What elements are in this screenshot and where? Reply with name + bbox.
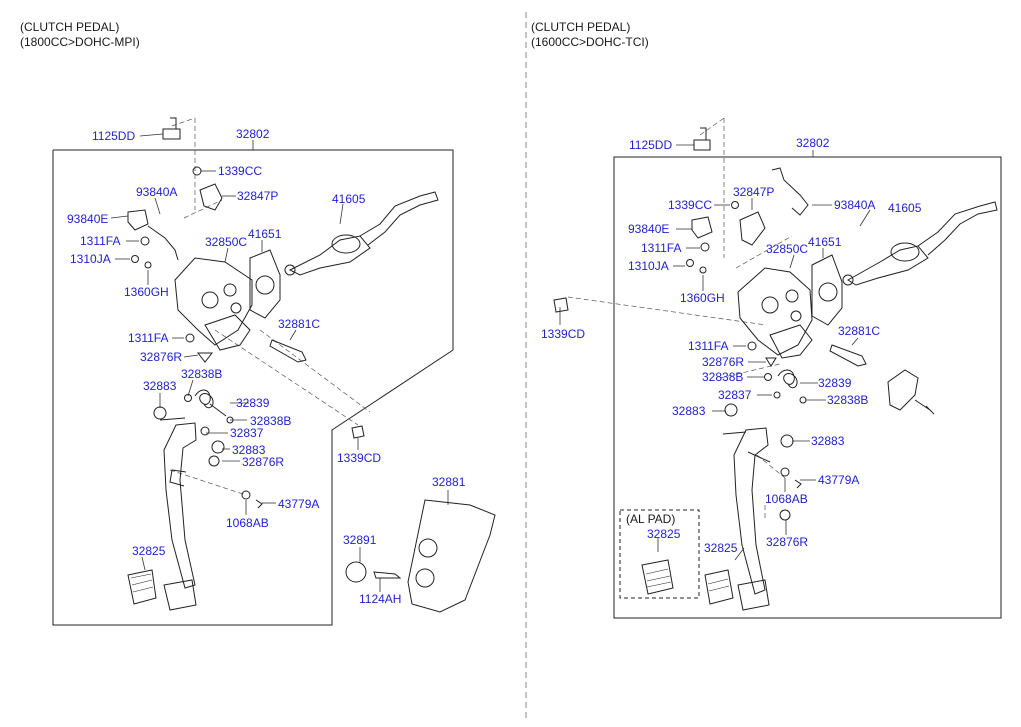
part-label-43779a-right[interactable]: 43779A bbox=[818, 473, 860, 487]
part-label-32847p[interactable]: 32847P bbox=[237, 189, 279, 203]
part-label-1310ja-right[interactable]: 1310JA bbox=[628, 259, 669, 273]
part-label-93840a-right[interactable]: 93840A bbox=[834, 198, 876, 212]
al-pad-inset-label: (AL PAD) bbox=[626, 512, 676, 526]
part-label-93840e-right[interactable]: 93840E bbox=[628, 222, 670, 236]
left-section-title: (CLUTCH PEDAL) bbox=[20, 20, 120, 34]
part-label-93840a[interactable]: 93840A bbox=[136, 185, 178, 199]
part-label-32876r[interactable]: 32876R bbox=[140, 350, 183, 364]
part-label-1125dd-right[interactable]: 1125DD bbox=[629, 138, 673, 152]
left-section-subtitle: (1800CC>DOHC-MPI) bbox=[20, 35, 140, 49]
part-label-32876r-lower[interactable]: 32876R bbox=[242, 455, 285, 469]
part-label-32802-right[interactable]: 32802 bbox=[796, 136, 830, 150]
part-label-43779a[interactable]: 43779A bbox=[278, 497, 320, 511]
part-label-1125dd[interactable]: 1125DD bbox=[92, 129, 136, 143]
part-label-1339cd-right[interactable]: 1339CD bbox=[541, 327, 586, 341]
part-label-93840e[interactable]: 93840E bbox=[67, 212, 109, 226]
part-label-32839[interactable]: 32839 bbox=[236, 396, 270, 410]
part-label-1068ab[interactable]: 1068AB bbox=[226, 516, 269, 530]
part-label-32883[interactable]: 32883 bbox=[143, 379, 177, 393]
al-pad-inset-frame bbox=[619, 509, 700, 599]
part-label-1360gh-right[interactable]: 1360GH bbox=[680, 291, 725, 305]
right-assembly-frame bbox=[613, 156, 1002, 619]
part-label-32825-right[interactable]: 32825 bbox=[704, 541, 738, 555]
part-label-32881[interactable]: 32881 bbox=[432, 475, 466, 489]
part-label-32838b-right-lower[interactable]: 32838B bbox=[827, 393, 869, 407]
part-label-1360gh[interactable]: 1360GH bbox=[124, 285, 169, 299]
part-label-32838b-lower[interactable]: 32838B bbox=[250, 414, 292, 428]
part-label-1311fa-lower[interactable]: 1311FA bbox=[128, 331, 169, 345]
part-label-1339cc-right[interactable]: 1339CC bbox=[668, 198, 713, 212]
right-section-title: (CLUTCH PEDAL) bbox=[531, 20, 631, 34]
part-label-32825-al-pad[interactable]: 32825 bbox=[647, 527, 681, 541]
part-label-32839-right[interactable]: 32839 bbox=[818, 376, 852, 390]
part-label-1311fa-right[interactable]: 1311FA bbox=[641, 241, 682, 255]
part-label-1311fa[interactable]: 1311FA bbox=[80, 234, 121, 248]
part-label-32881c[interactable]: 32881C bbox=[278, 317, 321, 331]
part-label-32837[interactable]: 32837 bbox=[230, 426, 264, 440]
part-label-32838b-right[interactable]: 32838B bbox=[702, 370, 744, 384]
part-label-1339cc[interactable]: 1339CC bbox=[218, 164, 263, 178]
part-label-1124ah[interactable]: 1124AH bbox=[359, 592, 402, 606]
part-label-32876r-right-lower[interactable]: 32876R bbox=[766, 535, 809, 549]
part-label-32883-right[interactable]: 32883 bbox=[672, 404, 706, 418]
part-label-1068ab-right[interactable]: 1068AB bbox=[765, 492, 808, 506]
part-label-32883-right-lower[interactable]: 32883 bbox=[811, 434, 845, 448]
left-assembly-frame bbox=[52, 149, 454, 626]
part-label-41605[interactable]: 41605 bbox=[332, 192, 366, 206]
part-label-32802[interactable]: 32802 bbox=[236, 127, 270, 141]
part-label-41651-right[interactable]: 41651 bbox=[808, 235, 842, 249]
part-label-32881c-right[interactable]: 32881C bbox=[838, 324, 881, 338]
part-label-32883-lower[interactable]: 32883 bbox=[232, 443, 266, 457]
part-label-32838b[interactable]: 32838B bbox=[181, 367, 223, 381]
part-label-1311fa-right-lower[interactable]: 1311FA bbox=[688, 339, 729, 353]
part-label-32876r-right[interactable]: 32876R bbox=[702, 355, 745, 369]
part-label-32837-right[interactable]: 32837 bbox=[718, 388, 752, 402]
part-label-32825[interactable]: 32825 bbox=[132, 544, 166, 558]
right-section-subtitle: (1600CC>DOHC-TCI) bbox=[531, 35, 649, 49]
part-label-32847p-right[interactable]: 32847P bbox=[733, 185, 775, 199]
part-label-41605-right[interactable]: 41605 bbox=[888, 201, 922, 215]
part-label-1310ja[interactable]: 1310JA bbox=[70, 252, 111, 266]
part-label-32850c-right[interactable]: 32850C bbox=[766, 242, 809, 256]
part-label-41651[interactable]: 41651 bbox=[248, 227, 282, 241]
part-label-1339cd[interactable]: 1339CD bbox=[337, 451, 382, 465]
part-label-32850c[interactable]: 32850C bbox=[205, 235, 248, 249]
part-label-32891[interactable]: 32891 bbox=[343, 533, 377, 547]
